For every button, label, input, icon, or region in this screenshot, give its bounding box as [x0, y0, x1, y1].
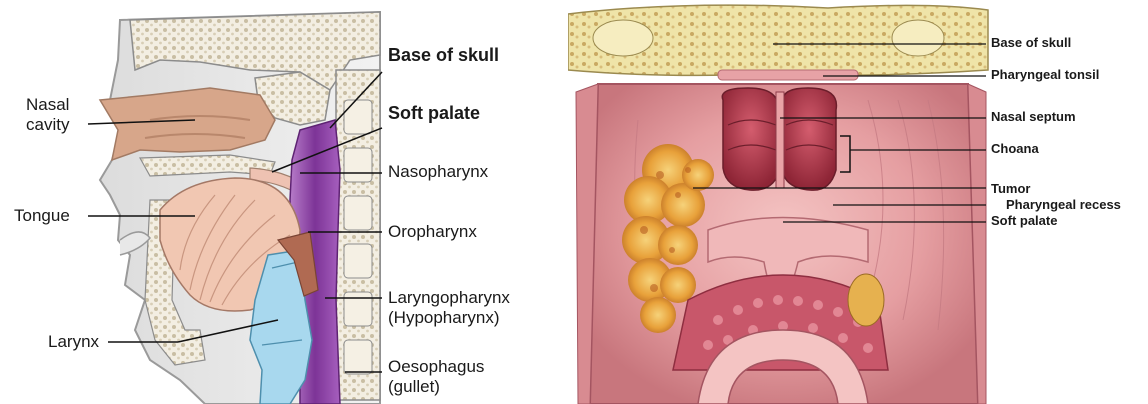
- label-soft-palate-left: Soft palate: [388, 103, 480, 124]
- label-choana: Choana: [991, 142, 1039, 157]
- label-pharyngeal-recess: Pharyngeal recess: [1006, 198, 1121, 213]
- label-tongue: Tongue: [14, 206, 70, 226]
- label-nasal-cavity-line1: Nasal: [26, 95, 69, 115]
- label-base-of-skull-left: Base of skull: [388, 45, 499, 66]
- nasal-septum-shape: [776, 92, 784, 188]
- label-nasal-cavity: Nasal cavity: [26, 95, 69, 134]
- label-laryngopharynx: Laryngopharynx (Hypopharynx): [388, 288, 510, 327]
- label-base-of-skull-right: Base of skull: [991, 36, 1071, 51]
- choanae: [722, 88, 836, 190]
- label-larynx: Larynx: [48, 332, 99, 352]
- label-pharyngeal-tonsil: Pharyngeal tonsil: [991, 68, 1099, 83]
- label-nasal-septum: Nasal septum: [991, 110, 1076, 125]
- label-laryngopharynx-line1: Laryngopharynx: [388, 288, 510, 308]
- label-nasopharynx: Nasopharynx: [388, 162, 488, 182]
- label-tumor: Tumor: [991, 182, 1030, 197]
- label-oesophagus-line1: Oesophagus: [388, 357, 484, 377]
- label-laryngopharynx-line2: (Hypopharynx): [388, 308, 510, 328]
- label-oropharynx: Oropharynx: [388, 222, 477, 242]
- label-nasal-cavity-line2: cavity: [26, 115, 69, 135]
- pharyngeal-tonsil-strip: [718, 70, 858, 80]
- vertebral-column: [336, 70, 380, 400]
- label-oesophagus: Oesophagus (gullet): [388, 357, 484, 396]
- label-oesophagus-line2: (gullet): [388, 377, 484, 397]
- label-soft-palate-right: Soft palate: [991, 214, 1057, 229]
